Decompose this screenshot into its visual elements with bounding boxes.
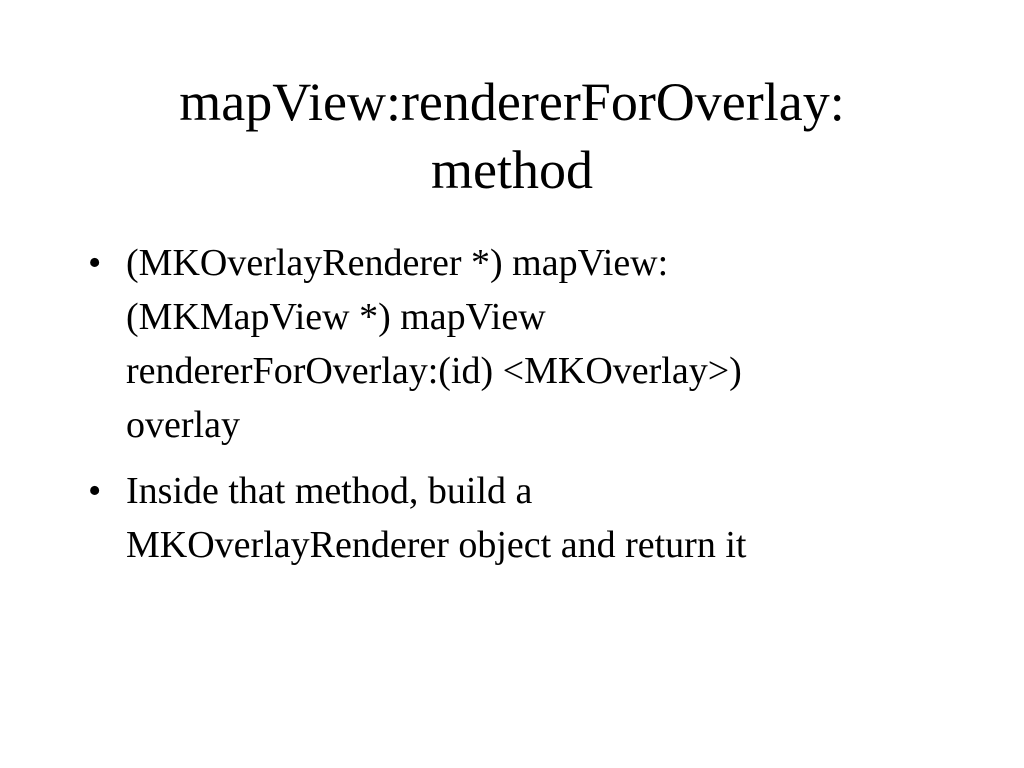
title-line: mapView:rendererForOverlay: (179, 72, 845, 132)
slide-title: mapView:rendererForOverlay: method (60, 68, 964, 204)
bullet-item: • Inside that method, build a MKOverlayR… (88, 464, 948, 572)
title-line: method (431, 140, 593, 200)
bullet-text-line: Inside that method, build a (126, 470, 533, 512)
bullet-marker-icon: • (88, 470, 102, 512)
bullet-text-line: overlay (126, 404, 240, 446)
bullet-marker-icon: • (88, 242, 102, 284)
bullet-text-line: rendererForOverlay:(id) <MKOverlay>) (126, 350, 742, 392)
bullet-list: • (MKOverlayRenderer *) mapView: (MKMapV… (88, 236, 948, 584)
bullet-text-line: (MKOverlayRenderer *) mapView: (126, 242, 669, 284)
bullet-item: • (MKOverlayRenderer *) mapView: (MKMapV… (88, 236, 948, 452)
bullet-text-line: MKOverlayRenderer object and return it (126, 524, 747, 566)
bullet-text-line: (MKMapView *) mapView (126, 296, 546, 338)
